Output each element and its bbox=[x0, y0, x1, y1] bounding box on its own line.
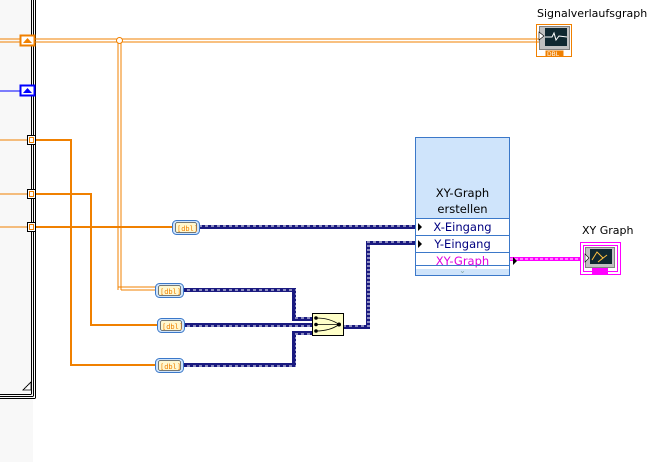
resize-corner-icon[interactable] bbox=[22, 381, 32, 391]
output-arrow-icon bbox=[513, 257, 517, 265]
x-input-terminal[interactable]: X-Eingang bbox=[416, 218, 509, 235]
conversion-node-1[interactable]: [dbl] bbox=[172, 220, 200, 235]
dbl-label: [dbl] bbox=[177, 225, 198, 233]
svg-text:[dbl]: [dbl] bbox=[162, 323, 183, 331]
waveform-graph-terminal[interactable]: DBL bbox=[536, 24, 572, 59]
xy-graph-label: XY Graph bbox=[582, 224, 634, 237]
orange-wires-left-in[interactable] bbox=[0, 139, 28, 228]
input-arrow-icon bbox=[418, 240, 422, 248]
conversion-node-2[interactable]: [dbl] bbox=[155, 283, 184, 298]
svg-text:[dbl]: [dbl] bbox=[160, 363, 181, 371]
conversion-node-3[interactable]: [dbl] bbox=[157, 318, 185, 333]
shift-register-orange[interactable] bbox=[19, 34, 36, 47]
array-tunnel[interactable] bbox=[27, 189, 36, 199]
xy-graph-terminal[interactable] bbox=[580, 242, 621, 275]
orange-wire-top[interactable] bbox=[0, 38, 540, 291]
dynamic-data-wires[interactable] bbox=[184, 225, 415, 367]
up-triangle-icon bbox=[23, 88, 32, 93]
up-triangle-icon bbox=[23, 38, 32, 43]
array-tunnel[interactable] bbox=[27, 222, 36, 232]
svg-text:[dbl]: [dbl] bbox=[160, 288, 181, 296]
xy-express-vi[interactable]: XY-Graph erstellen X-Eingang Y-Eingang X… bbox=[415, 137, 517, 276]
input-arrow-icon bbox=[418, 223, 422, 231]
array-tunnel[interactable] bbox=[27, 135, 36, 145]
expand-chevron-icon[interactable]: ⌄ bbox=[416, 265, 509, 275]
xy-graph-wire[interactable] bbox=[510, 257, 580, 261]
vi-title-line2: erstellen bbox=[437, 202, 488, 216]
vi-title-line1: XY-Graph bbox=[435, 186, 490, 200]
wire-junction bbox=[116, 37, 123, 44]
shift-register-blue[interactable] bbox=[19, 84, 36, 97]
xy-graph-output-terminal[interactable]: XY-Graph bbox=[416, 252, 517, 269]
merge-signals-node[interactable] bbox=[312, 313, 344, 336]
y-input-terminal[interactable]: Y-Eingang bbox=[416, 235, 509, 252]
conversion-node-4[interactable]: [dbl] bbox=[155, 358, 184, 373]
type-badge: DBL bbox=[547, 51, 560, 58]
waveform-graph-label: Signalverlaufsgraph bbox=[537, 7, 648, 20]
array-wires[interactable] bbox=[35, 139, 172, 366]
